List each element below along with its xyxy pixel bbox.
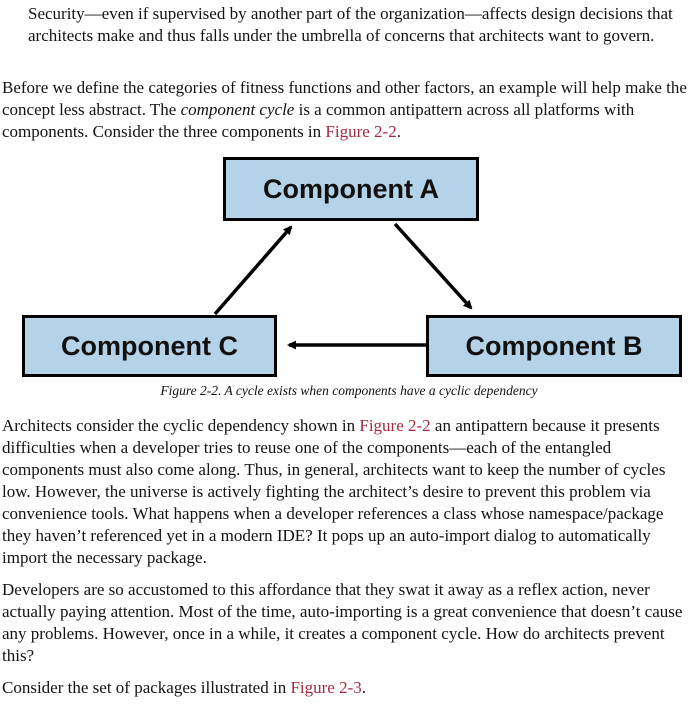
figure-2-2-caption: Figure 2-2. A cycle exists when componen… bbox=[160, 383, 538, 398]
blockquote-security: Security—even if supervised by another p… bbox=[28, 4, 673, 45]
figure-2-3-link[interactable]: Figure 2-3 bbox=[290, 678, 362, 697]
component-cycle-diagram: Component A Component B Component C bbox=[2, 157, 698, 377]
paragraph-consider-text-post: . bbox=[361, 678, 366, 697]
component-a-label: Component A bbox=[263, 173, 439, 204]
paragraph-intro-text-pre: Before we define the categories of fitne… bbox=[2, 78, 687, 119]
figure-2-2-link-2[interactable]: Figure 2-2 bbox=[359, 416, 431, 435]
paragraph-architects-text-post: an antipattern because it presents diffi… bbox=[2, 416, 666, 567]
component-cycle-term: component cycle bbox=[180, 100, 295, 119]
paragraph-consider: Consider the set of packages illustrated… bbox=[2, 677, 696, 699]
component-c-label: Component C bbox=[61, 330, 238, 361]
paragraph-intro-text-mid: is a common antipattern across all platf… bbox=[2, 100, 635, 141]
paragraph-developers: Developers are so accustomed to this aff… bbox=[2, 580, 683, 665]
component-c-box: Component C bbox=[22, 315, 277, 377]
paragraph-consider-text-pre: Consider the set of packages illustrated… bbox=[2, 678, 291, 697]
arrow-a-to-b bbox=[393, 222, 473, 310]
paragraph-architects-text-pre: Architects consider the cyclic dependenc… bbox=[2, 416, 360, 435]
paragraph-intro-text-post: . bbox=[396, 122, 401, 141]
component-b-label: Component B bbox=[465, 330, 643, 361]
figure-2-2: Component A Component B Component C Figu… bbox=[2, 157, 696, 399]
paragraph-architects: Architects consider the cyclic dependenc… bbox=[2, 415, 696, 569]
arrow-c-to-a bbox=[213, 225, 293, 316]
paragraph-intro: Before we define the categories of fitne… bbox=[2, 77, 696, 143]
component-a-box: Component A bbox=[223, 157, 479, 221]
component-b-box: Component B bbox=[426, 315, 682, 377]
figure-2-2-link[interactable]: Figure 2-2 bbox=[325, 122, 397, 141]
